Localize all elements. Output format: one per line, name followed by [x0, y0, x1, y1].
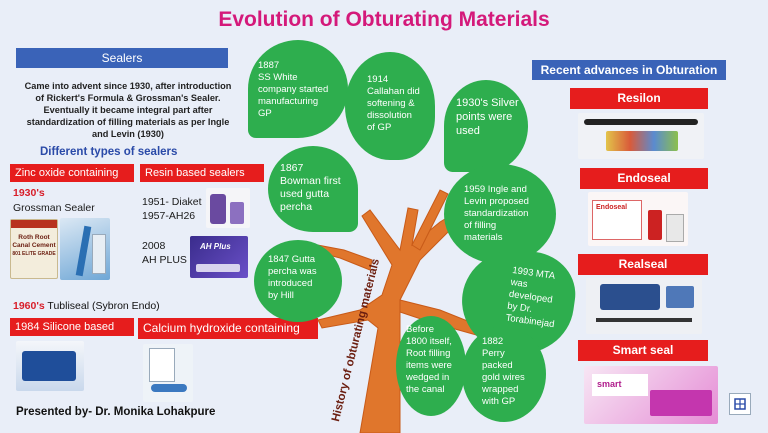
calcium-hydroxide-label: Calcium hydroxide containing — [138, 318, 318, 339]
timeline-bubble-1959: 1959 Ingle and Levin proposed standardiz… — [444, 164, 556, 264]
resin-dates: 1951- Diaket 1957-AH26 2008 AH PLUS — [142, 195, 202, 267]
tubliseal-line: 1960's Tubliseal (Sybron Endo) — [13, 300, 160, 312]
silicone-product-image — [16, 341, 84, 391]
endoseal-label: Endoseal — [580, 168, 708, 189]
resin-date-line: 2008 — [142, 240, 166, 252]
recent-advances-heading: Recent advances in Obturation — [532, 60, 726, 80]
page-title: Evolution of Obturating Materials — [218, 8, 550, 31]
timeline-bubble-1847: 1847 Gutta percha was introduced by Hill — [254, 240, 342, 322]
diaket-image — [206, 188, 250, 228]
roth-cement-jar-image: Roth Root Canal Cement 801 ELITE GRADE — [10, 219, 58, 279]
zinc-name: Grossman Sealer — [13, 202, 95, 214]
timeline-bubble-1882: 1882 Perry packed gold wires wrapped wit… — [462, 326, 546, 422]
realseal-product-image — [586, 278, 702, 334]
timeline-bubble-1930s: 1930's Silver points were used — [444, 80, 528, 172]
timeline-bubble-before-1800: Before 1800 itself, Root filling items w… — [396, 316, 466, 416]
zinc-year: 1930's — [13, 187, 45, 199]
list-icon — [734, 398, 746, 410]
ah-plus-label: AH Plus — [200, 242, 231, 251]
tree-trunk — [317, 197, 491, 433]
realseal-label: Realseal — [578, 254, 708, 275]
endoseal-box-label: Endoseal — [592, 200, 642, 240]
intro-line: Eventually it became integral part after — [43, 105, 213, 115]
intro-line: standardization of filling materials as … — [26, 117, 230, 127]
jar-label-line: Roth Root — [18, 234, 50, 241]
intro-line: Came into advent since 1930, after intro… — [24, 81, 232, 91]
resilon-label: Resilon — [570, 88, 708, 109]
resin-date-line: AH PLUS — [142, 254, 187, 266]
presenter-credit: Presented by- Dr. Monika Lohakpure — [16, 406, 216, 418]
silicone-label: 1984 Silicone based — [10, 318, 134, 336]
endoseal-product-image: Endoseal — [588, 192, 688, 246]
grossman-box-image — [60, 218, 110, 280]
resin-date-line: 1957-AH26 — [142, 210, 196, 222]
calcium-product-image — [143, 344, 193, 402]
sealers-heading: Sealers — [16, 48, 228, 68]
timeline-bubble-1887: 1887 SS White company started manufactur… — [248, 40, 348, 138]
zinc-oxide-label: Zinc oxide containing — [10, 164, 134, 182]
slide-nav-icon[interactable] — [729, 393, 751, 415]
smart-seal-product-image: smart — [584, 366, 718, 424]
jar-lid — [11, 220, 57, 228]
timeline-bubble-1914: 1914 Callahan did softening & dissolutio… — [345, 52, 435, 160]
ah-plus-image: AH Plus — [190, 236, 248, 278]
smart-box-label: smart — [592, 374, 648, 396]
intro-line: of Rickert's Formula & Grossman's Sealer… — [35, 93, 221, 103]
jar-label-line: 801 ELITE GRADE — [12, 251, 56, 257]
sealer-types-heading: Different types of sealers — [40, 146, 178, 158]
tubliseal-name: Tubliseal (Sybron Endo) — [44, 300, 160, 312]
resin-based-label: Resin based sealers — [140, 164, 264, 182]
intro-line: and Levin (1930) — [92, 129, 164, 139]
tubliseal-year: 1960's — [13, 300, 45, 312]
smart-seal-label: Smart seal — [578, 340, 708, 361]
resin-date-line: 1951- Diaket — [142, 196, 202, 208]
jar-label-line: Canal Cement — [12, 242, 56, 249]
resilon-product-image — [578, 113, 704, 159]
sealers-intro: Came into advent since 1930, after intro… — [8, 80, 248, 140]
timeline-bubble-1867: 1867 Bowman first used gutta percha — [268, 146, 358, 232]
